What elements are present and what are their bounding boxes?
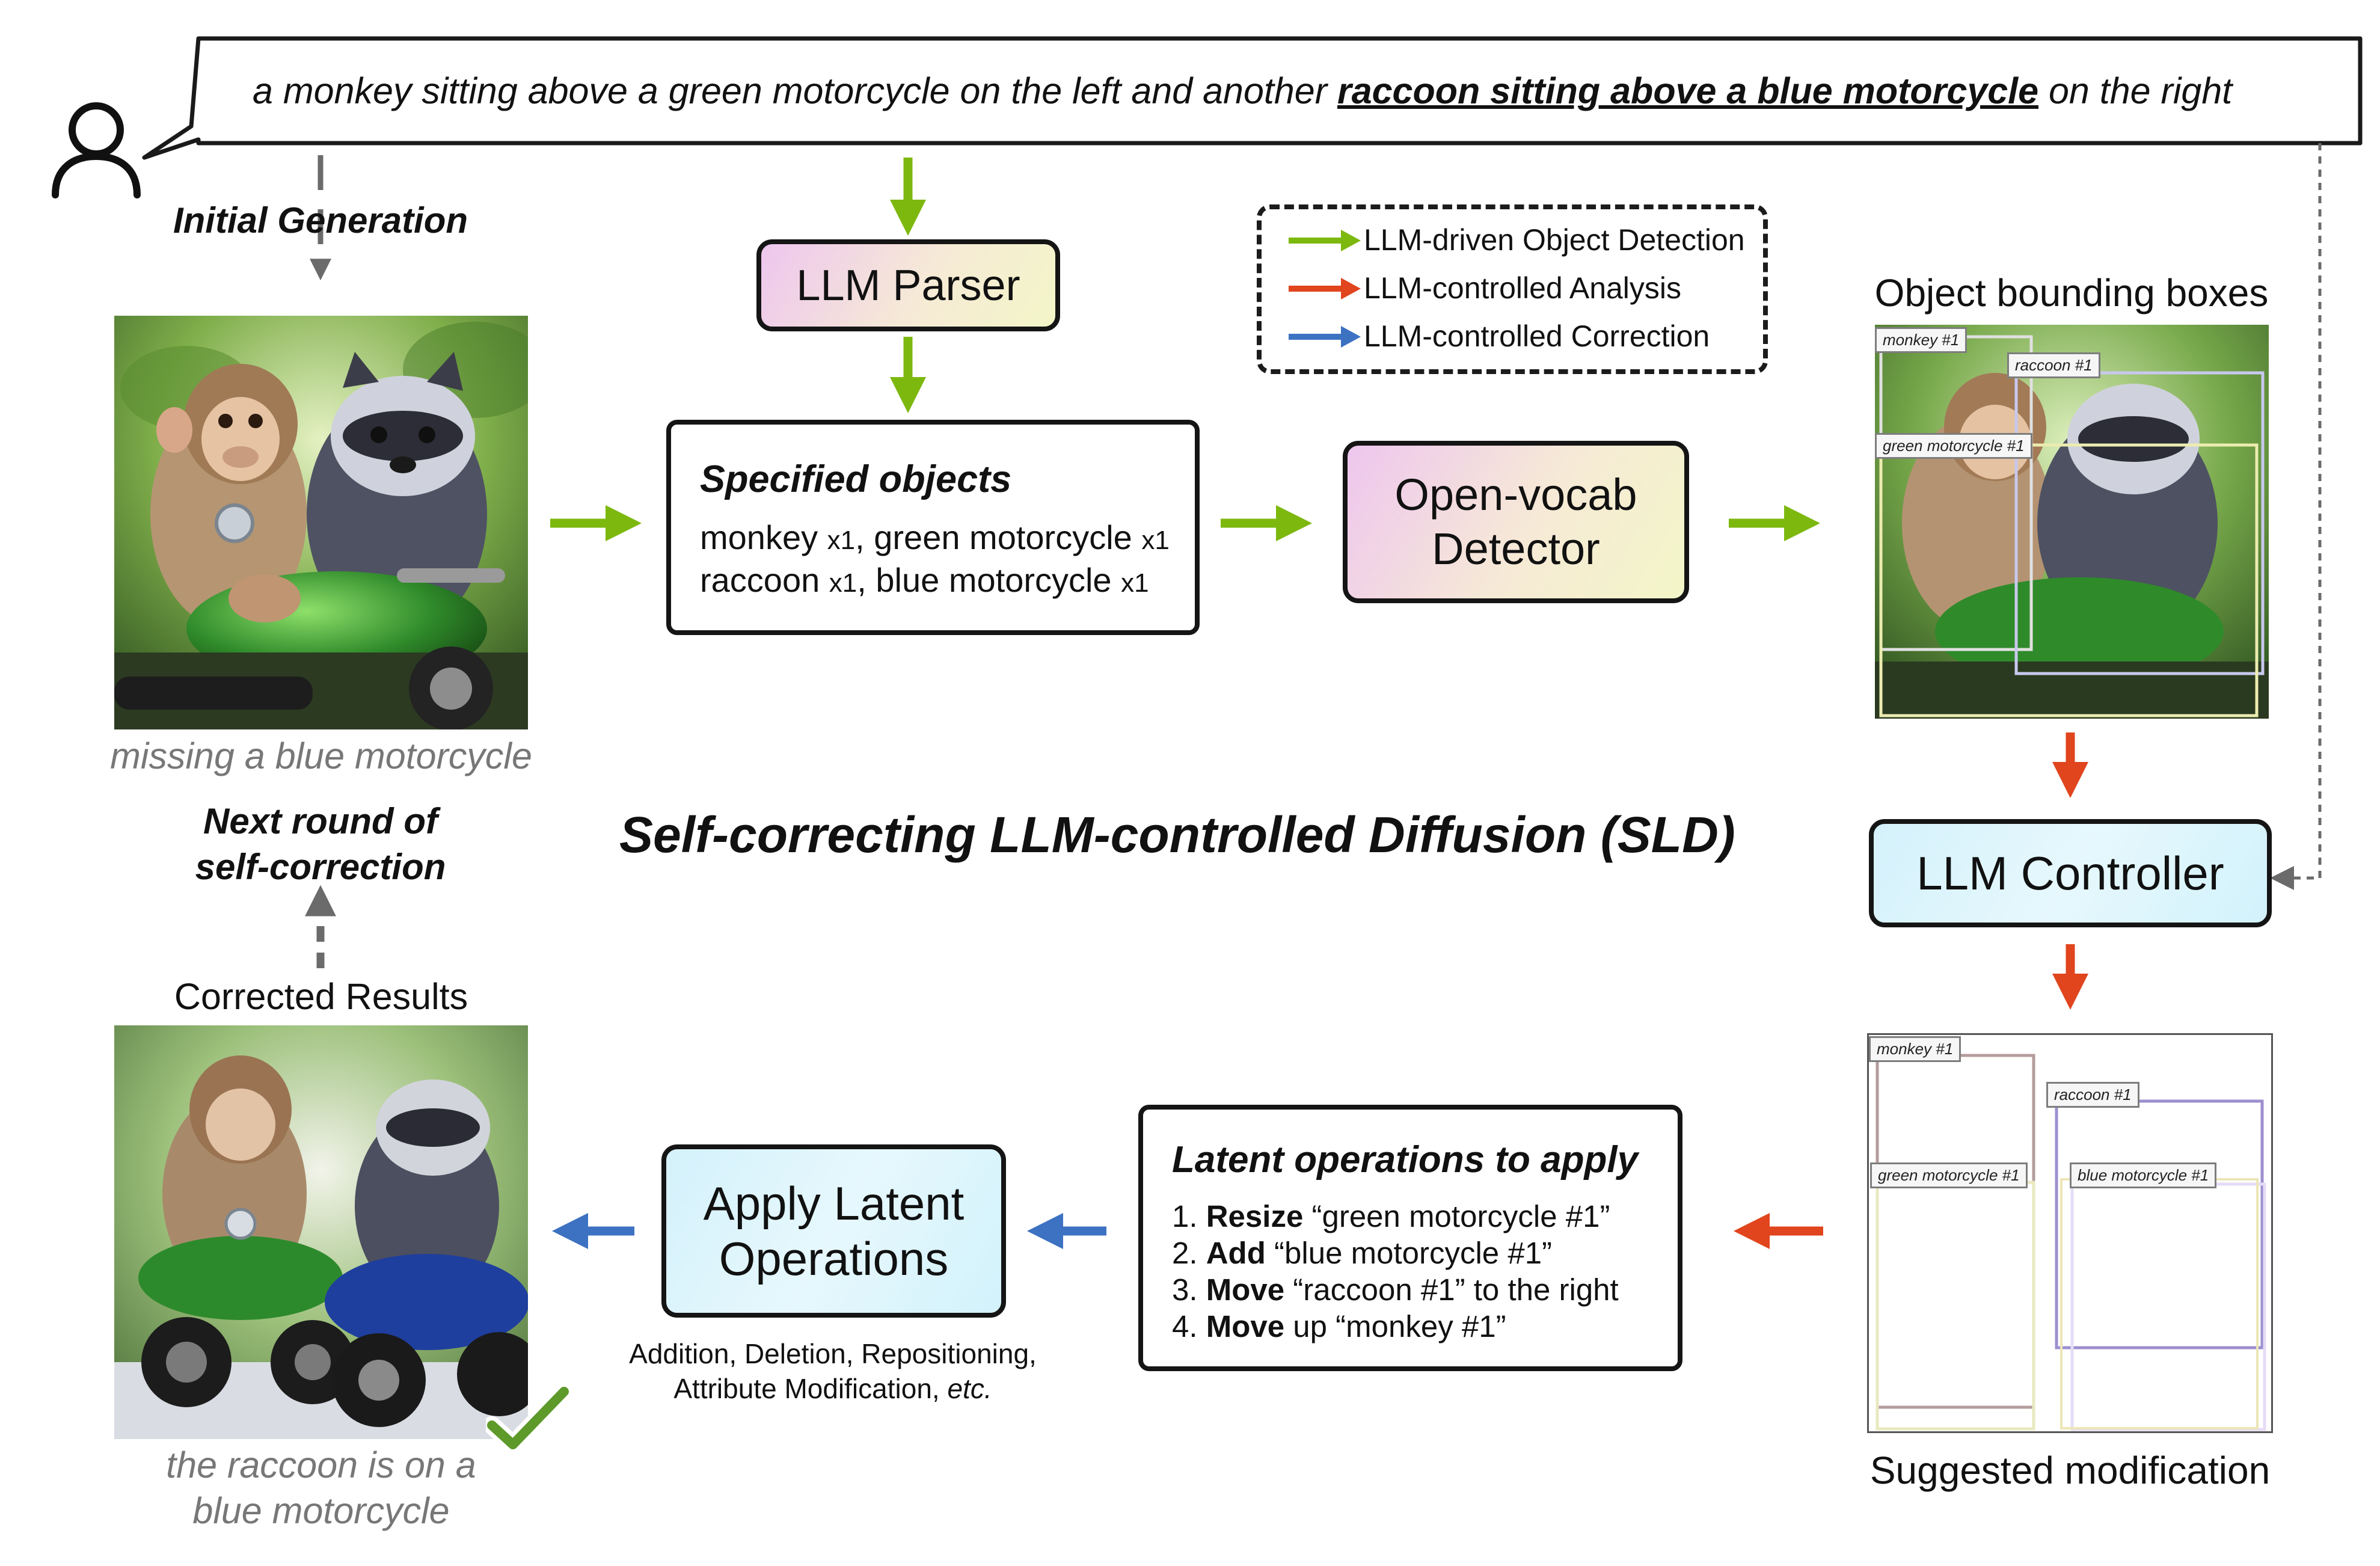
object-count: x1 xyxy=(829,568,857,598)
op-verb: Add xyxy=(1206,1236,1266,1270)
specified-objects-title: Specified objects xyxy=(700,458,1012,500)
main-title: Self-correcting LLM-controlled Diffusion… xyxy=(619,806,1735,863)
op-target: up “monkey #1” xyxy=(1284,1309,1506,1343)
object-count: x1 xyxy=(827,526,856,555)
final-caption-line1: the raccoon is on a xyxy=(166,1445,476,1485)
llm-parser-box: LLM Parser xyxy=(756,239,1060,331)
corrected-image xyxy=(114,1025,528,1439)
legend-label-analysis: LLM-controlled Analysis xyxy=(1364,271,1682,305)
op-number: 2. xyxy=(1172,1236,1198,1270)
suggested-modification-diagram: monkey #1 raccoon #1 green motorcycle #1… xyxy=(1867,1033,2273,1433)
latent-op-item: 3. Move “raccoon #1” to the right xyxy=(1172,1271,1678,1308)
suggested-tag-green-motorcycle: green motorcycle #1 xyxy=(1870,1162,2028,1188)
op-number: 3. xyxy=(1172,1273,1198,1307)
apply-latent-box: Apply Latent Operations xyxy=(661,1144,1006,1318)
object-name: blue motorcycle xyxy=(876,561,1112,599)
latent-op-item: 2. Add “blue motorcycle #1” xyxy=(1172,1235,1678,1271)
llm-controller-box: LLM Controller xyxy=(1869,819,2272,927)
op-target: “blue motorcycle #1” xyxy=(1265,1236,1553,1270)
initial-caption: missing a blue motorcycle xyxy=(110,735,532,776)
object-name: green motorcycle xyxy=(874,518,1132,556)
latent-ops-box: Latent operations to apply 1. Resize “gr… xyxy=(1138,1105,1682,1371)
suggested-tag-raccoon: raccoon #1 xyxy=(2046,1082,2139,1108)
llm-controller-label: LLM Controller xyxy=(1916,846,2224,900)
op-target: “raccoon #1” to the right xyxy=(1284,1273,1619,1307)
legend-arrows xyxy=(1289,230,1361,348)
detector-line1: Open-vocab xyxy=(1394,470,1637,520)
final-caption-line2: blue motorcycle xyxy=(192,1490,450,1531)
apply-caption-main: Attribute Modification, xyxy=(673,1373,948,1404)
next-round-label: Next round of self-correction xyxy=(140,799,501,890)
bbox-tag-green-motorcycle: green motorcycle #1 xyxy=(1875,433,2032,459)
dotted-prompt-to-controller xyxy=(2270,143,2322,890)
legend-label-correction: LLM-controlled Correction xyxy=(1364,319,1710,353)
speech-bubble xyxy=(142,36,2363,160)
next-round-line1: Next round of xyxy=(203,801,438,841)
llm-parser-label: LLM Parser xyxy=(796,261,1020,310)
prompt-highlight: raccoon sitting above a blue motorcycle xyxy=(1337,70,2039,111)
apply-latent-line2: Operations xyxy=(719,1232,949,1285)
legend-box: LLM-driven Object Detection LLM-controll… xyxy=(1257,204,1768,374)
latent-op-item: 1. Resize “green motorcycle #1” xyxy=(1172,1198,1678,1235)
prompt-after: on the right xyxy=(2038,70,2233,111)
specified-objects-box: Specified objects monkey x1, green motor… xyxy=(666,420,1200,635)
initial-generated-image xyxy=(114,316,528,729)
next-round-line2: self-correction xyxy=(195,847,446,887)
detector-box: Open-vocab Detector xyxy=(1343,441,1689,603)
apply-caption-line2: Attribute Modification, etc. xyxy=(577,1371,1088,1406)
op-verb: Resize xyxy=(1206,1199,1304,1233)
object-count: x1 xyxy=(1121,568,1149,598)
bbox-tag-raccoon: raccoon #1 xyxy=(2007,352,2100,378)
corrected-results-label: Corrected Results xyxy=(174,976,468,1017)
latent-ops-title: Latent operations to apply xyxy=(1172,1139,1639,1181)
bbox-tag-monkey: monkey #1 xyxy=(1875,327,1967,353)
apply-latent-line1: Apply Latent xyxy=(703,1177,965,1230)
object-name: raccoon xyxy=(700,561,820,599)
objects-line-1: monkey x1, green motorcycle x1 xyxy=(700,518,1170,556)
detector-line2: Detector xyxy=(1432,524,1600,574)
object-count: x1 xyxy=(1141,526,1170,555)
suggested-tag-monkey: monkey #1 xyxy=(1869,1036,1961,1062)
bounding-boxes-image: monkey #1 raccoon #1 green motorcycle #1 xyxy=(1875,325,2269,719)
prompt-before: a monkey sitting above a green motorcycl… xyxy=(253,70,1337,111)
checkmark-icon xyxy=(486,1383,570,1454)
suggested-title: Suggested modification xyxy=(1869,1449,2271,1492)
op-number: 1. xyxy=(1172,1199,1198,1233)
op-number: 4. xyxy=(1172,1309,1198,1343)
object-name: monkey xyxy=(700,518,818,556)
legend-label-detection: LLM-driven Object Detection xyxy=(1364,223,1745,257)
user-icon xyxy=(52,102,141,198)
final-caption: the raccoon is on a blue motorcycle xyxy=(66,1442,576,1534)
apply-caption: Addition, Deletion, Repositioning, Attri… xyxy=(577,1336,1088,1406)
suggested-tag-blue-motorcycle: blue motorcycle #1 xyxy=(2070,1162,2217,1188)
apply-caption-etc: etc. xyxy=(947,1373,992,1404)
apply-caption-line1: Addition, Deletion, Repositioning, xyxy=(629,1338,1037,1369)
bounding-boxes-title: Object bounding boxes xyxy=(1874,271,2269,315)
op-verb: Move xyxy=(1206,1273,1285,1307)
latent-op-item: 4. Move up “monkey #1” xyxy=(1172,1308,1678,1345)
prompt-text: a monkey sitting above a green motorcycl… xyxy=(253,70,2232,112)
initial-generation-label: Initial Generation xyxy=(173,200,468,241)
objects-line-2: raccoon x1, blue motorcycle x1 xyxy=(700,561,1149,599)
latent-ops-list: 1. Resize “green motorcycle #1” 2. Add “… xyxy=(1172,1198,1678,1345)
op-target: “green motorcycle #1” xyxy=(1303,1199,1610,1233)
op-verb: Move xyxy=(1206,1309,1285,1343)
